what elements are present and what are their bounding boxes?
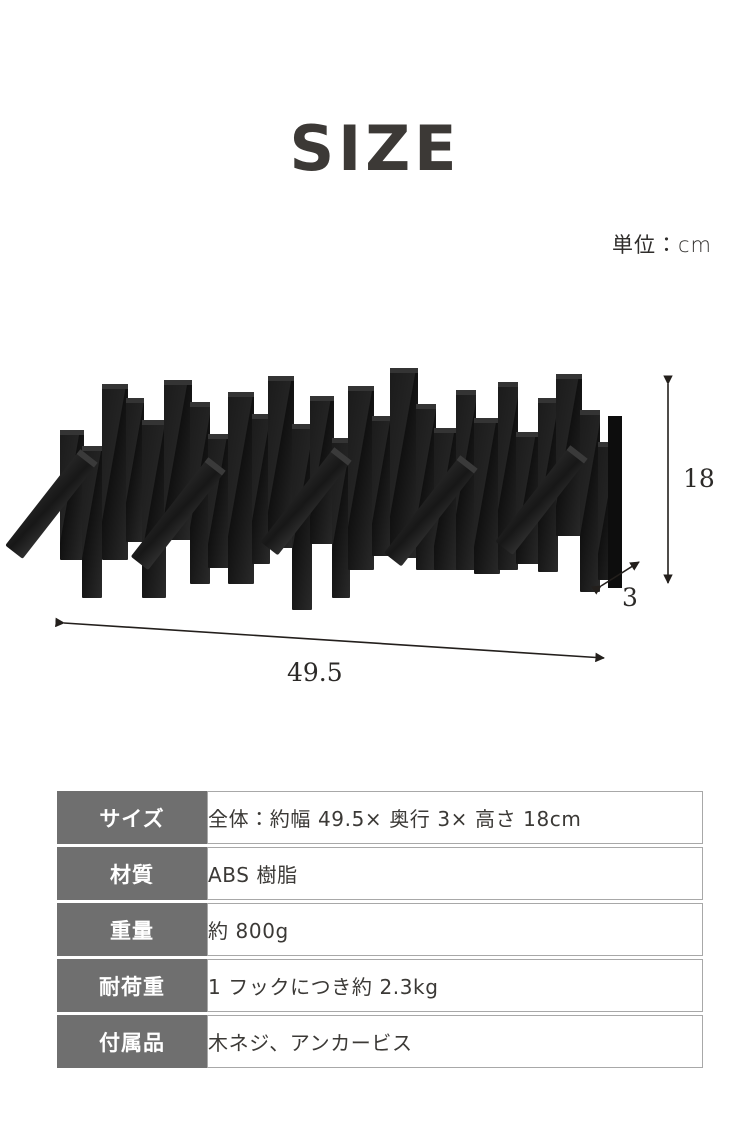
spec-label-accessories: 付属品 [57, 1015, 207, 1068]
rack-stick [126, 398, 144, 542]
rack-right-end [608, 416, 622, 588]
dimension-label-height: 18 [683, 464, 715, 493]
spec-value-weight: 約 800g [207, 903, 703, 956]
rack-stick [228, 392, 254, 584]
table-row: 重量 約 800g [57, 903, 703, 956]
rack-stick [348, 386, 374, 570]
unit-note: 単位：cm [611, 233, 712, 257]
spec-label-weight: 重量 [57, 903, 207, 956]
rack-stick [82, 446, 102, 598]
rack-stick [474, 418, 500, 574]
dimension-label-depth: 3 [622, 583, 638, 612]
rack-stick [252, 414, 270, 564]
table-row: 付属品 木ネジ、アンカービス [57, 1015, 703, 1068]
page-title: SIZE [289, 112, 461, 185]
table-row: 耐荷重 1 フックにつき約 2.3kg [57, 959, 703, 1012]
dimension-label-width: 49.5 [287, 658, 343, 687]
spec-label-material: 材質 [57, 847, 207, 900]
rack-stick [102, 384, 128, 560]
dimension-arrows [55, 375, 673, 663]
rack-stick [580, 410, 600, 592]
table-row: サイズ 全体：約幅 49.5× 奥行 3× 高さ 18cm [57, 791, 703, 844]
spec-label-load-capacity: 耐荷重 [57, 959, 207, 1012]
product-illustration [5, 368, 622, 610]
spec-value-material: ABS 樹脂 [207, 847, 703, 900]
table-row: 材質 ABS 樹脂 [57, 847, 703, 900]
spec-value-accessories: 木ネジ、アンカービス [207, 1015, 703, 1068]
spec-value-size: 全体：約幅 49.5× 奥行 3× 高さ 18cm [207, 791, 703, 844]
spec-label-size: サイズ [57, 791, 207, 844]
size-diagram: 18 3 49.5 [0, 330, 750, 710]
rack-stick [372, 416, 392, 556]
specification-table: サイズ 全体：約幅 49.5× 奥行 3× 高さ 18cm 材質 ABS 樹脂 … [57, 788, 703, 1071]
spec-value-load-capacity: 1 フックにつき約 2.3kg [207, 959, 703, 1012]
